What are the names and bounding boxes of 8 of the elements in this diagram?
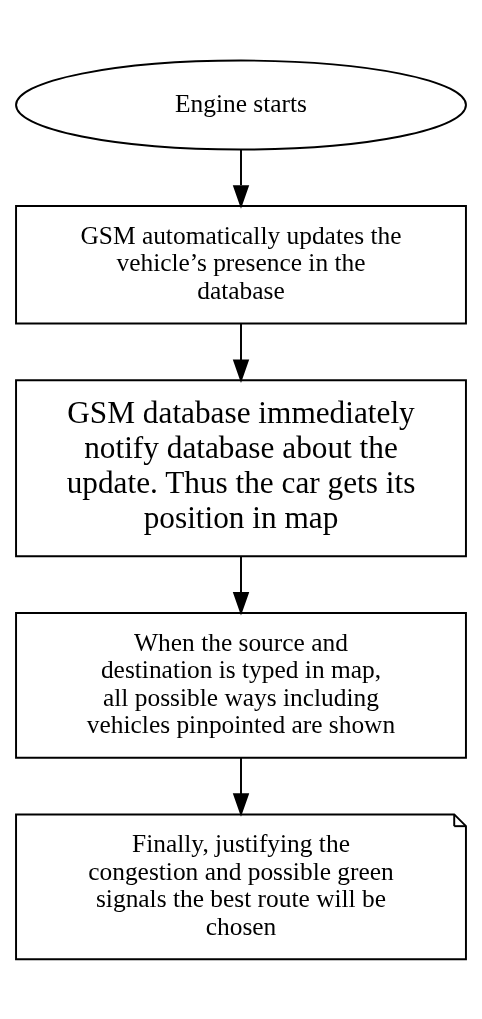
node-box: GSM automatically updates the vehicle’s presence in the database [15,204,467,324]
arrow [232,322,250,383]
node-box: GSM database immediately notify database about the update. Thus the car gets its position in map [15,378,467,557]
arrow [232,756,250,817]
node-box: When the source and destination is typed in map, all possible ways including vehicles pinpointed are shown [15,611,467,759]
arrow [232,148,250,209]
node-ellipse: Engine starts [15,59,467,151]
arrow [232,554,250,616]
